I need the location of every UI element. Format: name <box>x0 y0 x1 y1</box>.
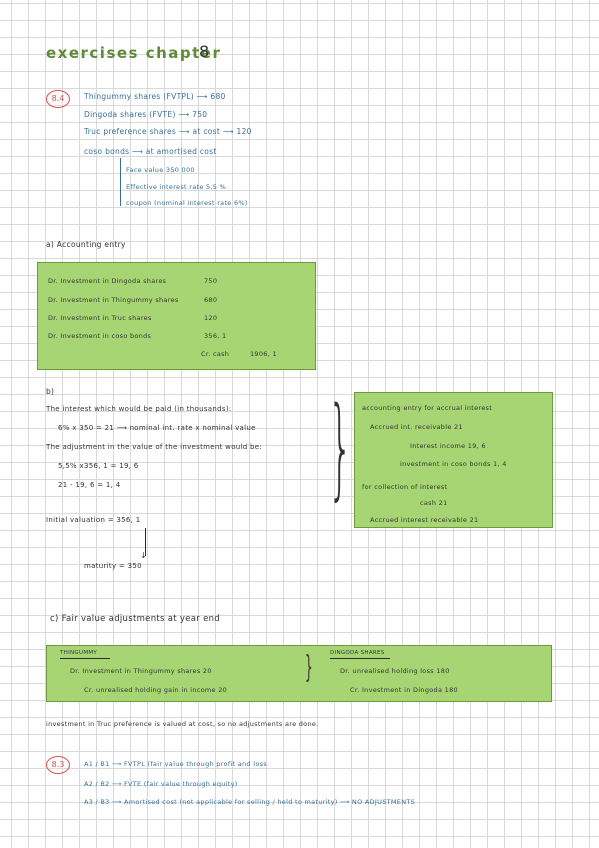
part-b-line-1: The interest which would be paid (in tho… <box>46 405 232 413</box>
chapter-number: 8 <box>199 42 210 61</box>
ex84-line-2: Dingoda shares (FVTE) ⟶ 750 <box>84 110 208 119</box>
ex83-line-1: A1 / B1 ⟶ FVTPL (fair value through prof… <box>84 760 267 768</box>
ex83-line-2: A2 / B2 ⟶ FVTE (fair value through equit… <box>84 780 238 788</box>
exercise-badge-8-3: 8.3 <box>46 756 70 774</box>
ex83-line-3: A3 / B3 ⟶ Amortised cost (not applicable… <box>84 798 416 806</box>
dingoda-line-2: Cr. Investment in Dingoda 180 <box>350 686 458 694</box>
curly-brace-b: } <box>328 383 353 511</box>
accrual-line-4: investment in coso bonds 1, 4 <box>400 460 507 468</box>
dingoda-line-1: Dr. unrealised holding loss 180 <box>340 667 450 675</box>
thingummy-line-2: Cr. unrealised holding gain in income 20 <box>84 686 228 694</box>
part-c-heading: c) Fair value adjustments at year end <box>50 614 220 624</box>
page-title: exercises chapter <box>46 44 222 62</box>
entry-row-2-label: Dr. Investment in Thingummy shares <box>48 296 179 304</box>
accounting-entry-box <box>37 262 316 370</box>
arrow-stem <box>145 528 146 556</box>
entry-row-1-value: 750 <box>204 277 218 285</box>
initial-valuation: Initial valuation = 356, 1 <box>46 516 141 524</box>
arrow-down-icon: ↓ <box>140 551 148 560</box>
ex84-line-4: coso bonds ⟶ at amortised cost <box>84 147 217 156</box>
maturity-value: maturity = 350 <box>84 562 142 570</box>
entry-row-5-value: 1906, 1 <box>250 350 277 358</box>
entry-row-4-label: Dr. Investment in coso bonds <box>48 332 152 340</box>
thingummy-underline <box>60 658 110 659</box>
accrual-line-5: for collection of interest <box>362 483 448 491</box>
entry-row-3-value: 120 <box>204 314 218 322</box>
accrual-line-6: cash 21 <box>420 499 448 507</box>
ex84-line-5: Face value 350 000 <box>126 166 195 174</box>
ex84-line-1: Thingummy shares (FVTPL) ⟶ 680 <box>84 92 226 101</box>
part-b-line-3: The adjustment in the value of the inves… <box>46 443 263 451</box>
accrual-line-1: accounting entry for accrual interest <box>362 404 493 412</box>
accrual-line-3: Interest income 19, 6 <box>410 442 486 450</box>
dingoda-title: DINGODA SHARES <box>330 650 385 656</box>
ex84-line-7: coupon (nominal interest rate 6%) <box>126 199 248 207</box>
entry-row-5-label: Cr. cash <box>201 350 230 358</box>
ex84-line-6: Effective interest rate 5,5 % <box>126 183 227 191</box>
fair-value-box <box>46 645 552 702</box>
thingummy-line-1: Dr. Investment in Thingummy shares 20 <box>70 667 212 675</box>
dingoda-underline <box>330 658 390 659</box>
part-a-heading: a) Accounting entry <box>46 240 126 249</box>
part-b-line-2: 6% x 350 = 21 ⟶ nominal int. rate x nomi… <box>58 424 256 432</box>
ex84-line-3: Truc preference shares ⟶ at cost ⟶ 120 <box>84 127 252 136</box>
curly-brace-c: } <box>305 650 313 685</box>
part-b-line-4: 5,5% x356, 1 = 19, 6 <box>58 462 139 470</box>
entry-row-1-label: Dr. Investment in Dingoda shares <box>48 277 167 285</box>
bracket-line <box>120 158 121 206</box>
accrual-entry-box <box>354 392 553 528</box>
accrual-line-2: Accrued int. receivable 21 <box>370 423 463 431</box>
part-b-heading: b) <box>46 387 55 396</box>
part-b-line-5: 21 - 19, 6 = 1, 4 <box>58 481 121 489</box>
entry-row-2-value: 680 <box>204 296 218 304</box>
entry-row-4-value: 356, 1 <box>204 332 227 340</box>
truc-note: investment in Truc preference is valued … <box>46 720 319 728</box>
accrual-line-7: Accrued interest receivable 21 <box>370 516 479 524</box>
entry-row-3-label: Dr. Investment in Truc shares <box>48 314 152 322</box>
exercise-badge-8-4: 8.4 <box>46 90 70 108</box>
thingummy-title: THINGUMMY <box>60 650 98 656</box>
